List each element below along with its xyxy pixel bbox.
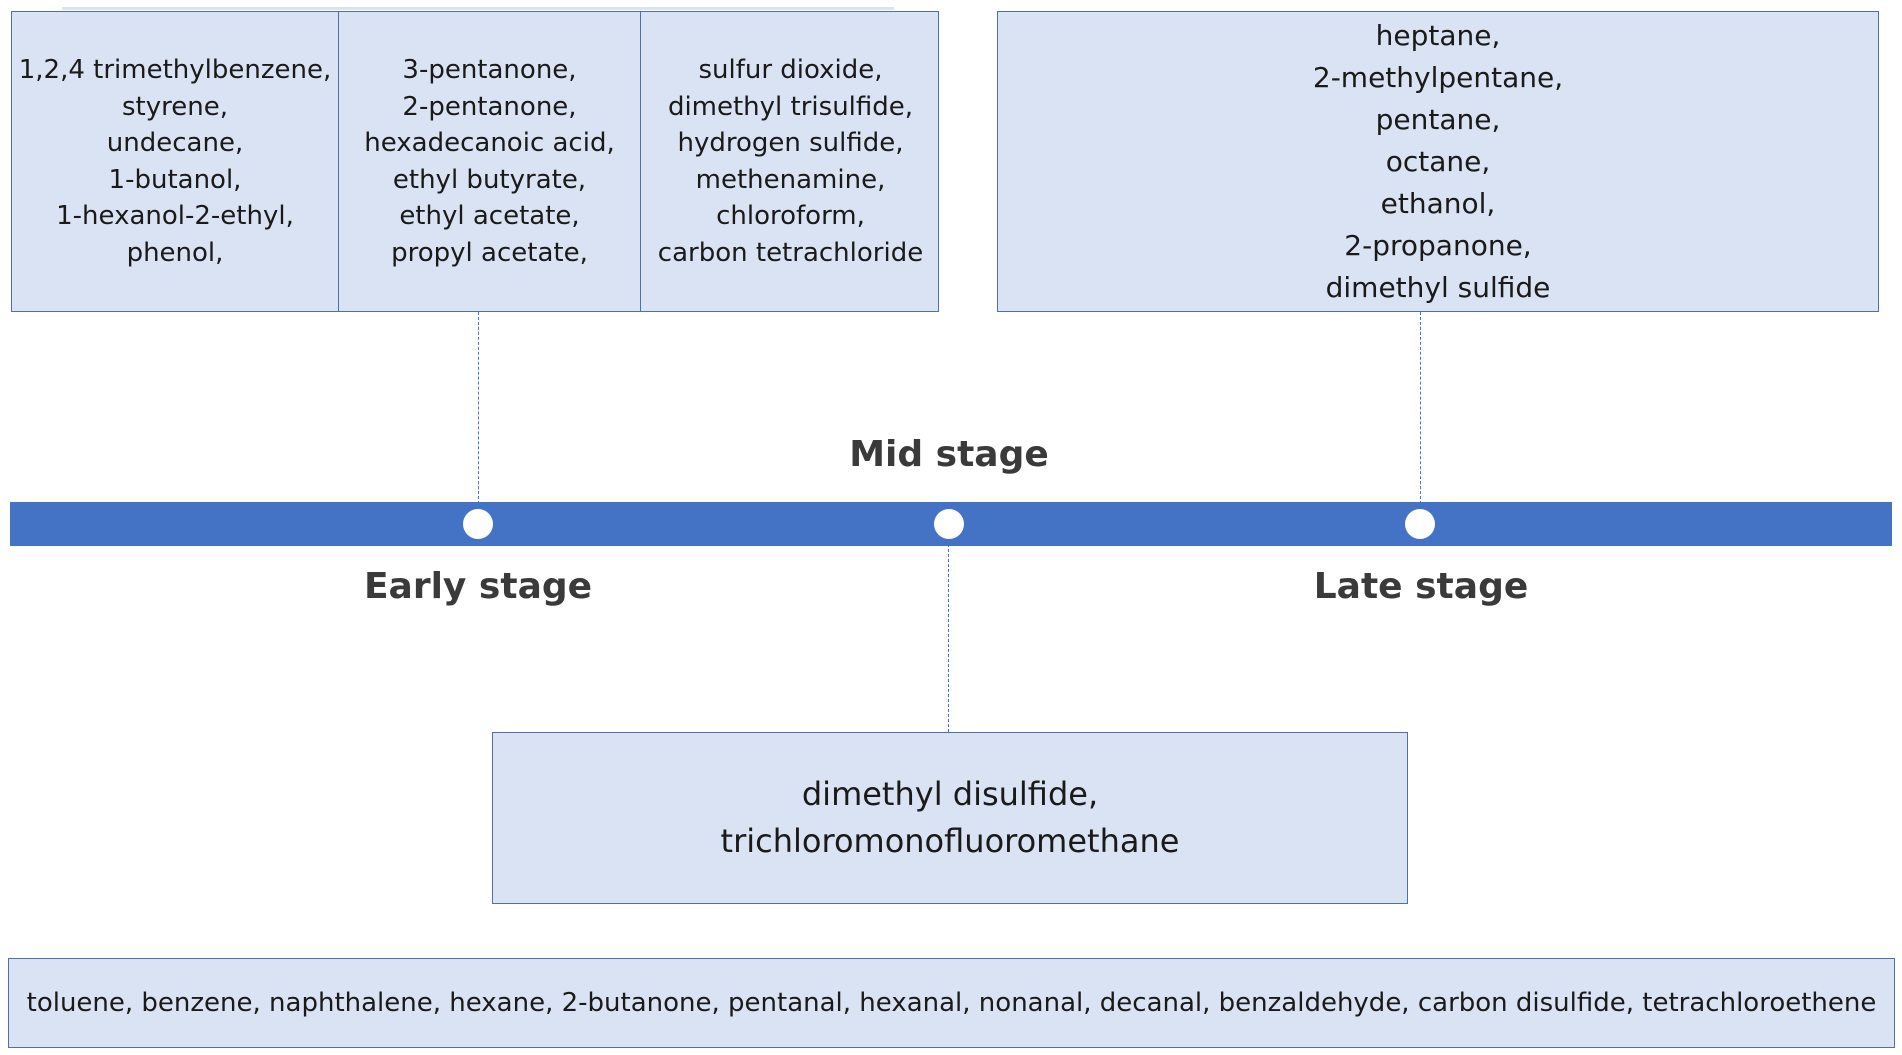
mid-stage-node xyxy=(934,509,964,539)
late-stage-node xyxy=(1405,509,1435,539)
mid-compounds-text: dimethyl disulfide, trichloromonofluorom… xyxy=(720,775,1180,860)
early-compounds-column-1: 1,2,4 trimethylbenzene, styrene, undecan… xyxy=(18,55,332,268)
all-stages-compounds-text: toluene, benzene, naphthalene, hexane, 2… xyxy=(26,987,1877,1018)
mid-stage-connector xyxy=(948,539,949,732)
mid-stage-compounds-box: dimethyl disulfide, trichloromonofluorom… xyxy=(492,732,1408,904)
early-stage-compounds-box: 1,2,4 trimethylbenzene, styrene, undecan… xyxy=(11,11,939,312)
all-stages-compounds-box: toluene, benzene, naphthalene, hexane, 2… xyxy=(8,958,1895,1048)
early-stage-node xyxy=(463,509,493,539)
late-compounds-text: heptane, 2-methylpentane, pentane, octan… xyxy=(1312,18,1564,304)
early-compounds-column-3: sulfur dioxide, dimethyl trisulfide, hyd… xyxy=(640,12,940,311)
late-stage-connector xyxy=(1420,312,1421,509)
late-stage-compounds-box: heptane, 2-methylpentane, pentane, octan… xyxy=(997,11,1879,312)
early-compounds-column-2: 3-pentanone, 2-pentanone, hexadecanoic a… xyxy=(338,12,640,311)
mid-stage-label: Mid stage xyxy=(849,434,1049,475)
late-stage-label: Late stage xyxy=(1313,566,1529,607)
top-decoration-strip xyxy=(62,7,894,10)
early-stage-connector xyxy=(478,312,479,509)
early-stage-label: Early stage xyxy=(363,566,593,607)
